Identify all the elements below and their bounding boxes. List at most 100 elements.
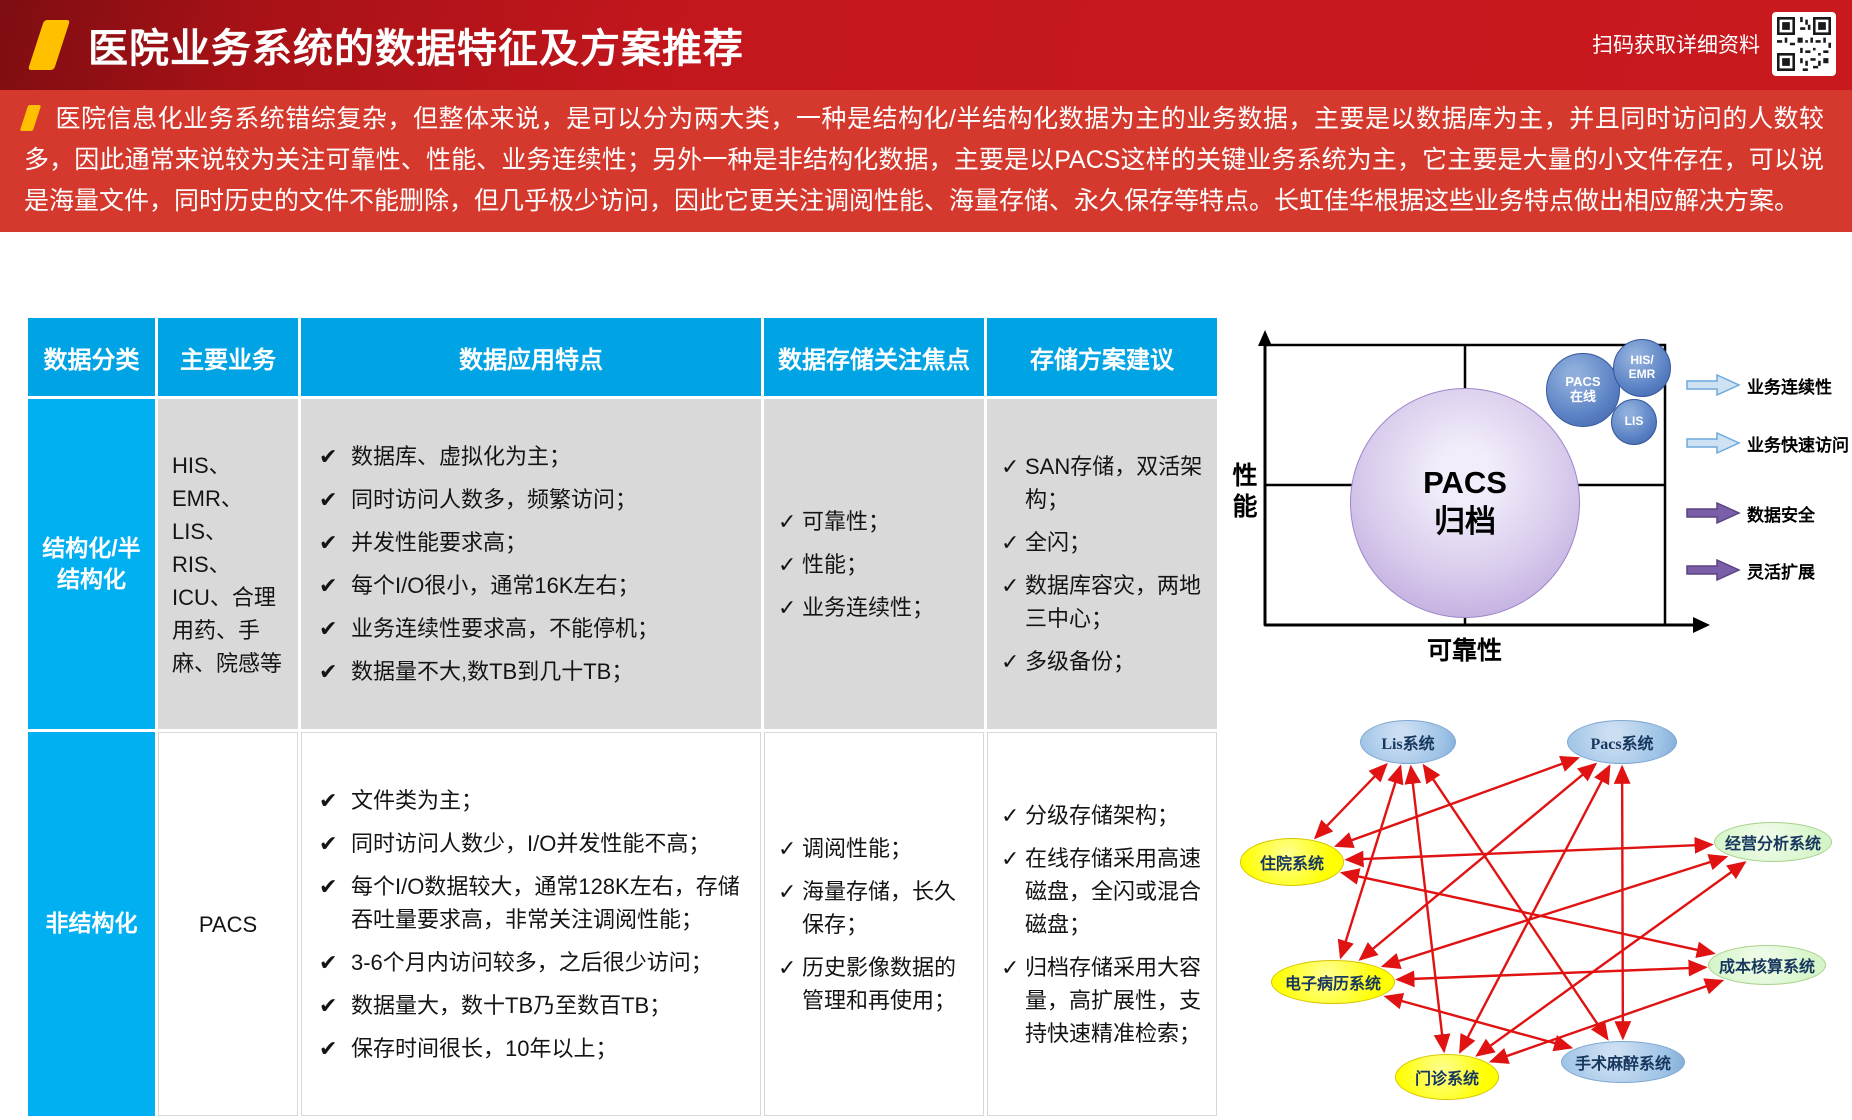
- check-item-text: 业务连续性要求高，不能停机；: [351, 616, 660, 641]
- business-cell-unstructured: PACS: [158, 732, 298, 1116]
- pacs-archive-label-line1: PACS: [1423, 465, 1507, 501]
- intro-band: 医院信息化业务系统错综复杂，但整体来说，是可以分为两大类，一种是结构化/半结构化…: [0, 90, 1852, 232]
- suggestion-cell-unstructured: ✓分级存储架构；✓在线存储采用高速磁盘，全闪或混合磁盘；✓归档存储采用大容量，高…: [987, 732, 1217, 1116]
- check-icon: ✓: [778, 835, 797, 861]
- check-item-text: 调阅性能；: [802, 835, 913, 861]
- check-item-text: 海量存储，长久保存；: [802, 878, 957, 937]
- x-axis-label: 可靠性: [1427, 637, 1503, 665]
- check-icon: ✔: [319, 659, 338, 684]
- category-cell-structured: 结构化/半结构化: [28, 399, 155, 729]
- check-icon: ✓: [1001, 802, 1020, 828]
- category-cell-unstructured: 非结构化: [28, 732, 155, 1116]
- check-icon: ✓: [1001, 954, 1020, 980]
- check-list-item: ✔同时访问人数少，I/O并发性能不高；: [315, 827, 747, 860]
- legend-label: 业务连续性: [1747, 377, 1832, 397]
- check-list-item: ✓SAN存储，双活架构；: [1001, 450, 1203, 516]
- check-icon: ✓: [1001, 530, 1020, 555]
- check-list-item: ✔ 保存时间很长，10年以上；: [315, 1032, 747, 1065]
- satellite-label: EMR: [1628, 367, 1656, 381]
- network-node-pacs: Pacs系统: [1567, 720, 1677, 764]
- check-icon: ✓: [778, 954, 797, 980]
- satellite-label: 在线: [1569, 389, 1596, 404]
- check-icon: ✔: [319, 573, 338, 598]
- network-node-chengben: 成本核算系统: [1708, 945, 1826, 985]
- check-icon: ✔: [319, 444, 338, 469]
- table-header-suggestion: 存储方案建议: [987, 318, 1217, 396]
- network-edge-zhuyuan-chengben: [1339, 868, 1716, 959]
- pacs-archive-label-line2: 归档: [1434, 504, 1496, 539]
- check-icon: ✔: [319, 992, 338, 1018]
- check-item-text: 可靠性；: [802, 508, 891, 534]
- network-edge-lis-shoushu: [1422, 763, 1609, 1041]
- check-list-item: ✔数据量大，数十TB乃至数百TB；: [315, 989, 747, 1022]
- check-item-text: 全闪；: [1025, 530, 1092, 555]
- intro-text: 医院信息化业务系统错综复杂，但整体来说，是可以分为两大类，一种是结构化/半结构化…: [24, 105, 1824, 215]
- check-item-text: 归档存储采用大容量，高扩展性，支持快速精准检索；: [1025, 954, 1202, 1046]
- check-icon: ✓: [778, 878, 797, 904]
- data-table: 数据分类 主要业务 数据应用特点 数据存储关注焦点 存储方案建议 结构化/半结构…: [28, 318, 1217, 1116]
- network-node-jingying: 经营分析系统: [1714, 822, 1832, 862]
- network-node-shoushu: 手术麻醉系统: [1561, 1041, 1685, 1083]
- check-item-text: 保存时间很长，10年以上；: [351, 1035, 618, 1061]
- check-list-item: ✓分级存储架构；: [1001, 799, 1203, 832]
- satellite-label: LIS: [1624, 414, 1644, 429]
- check-icon: ✔: [319, 787, 338, 813]
- check-icon: ✓: [1001, 845, 1020, 871]
- check-list-item: ✔ 业务连续性要求高，不能停机；: [315, 612, 747, 645]
- check-list-item: ✓数据库容灾，两地三中心；: [1001, 569, 1203, 635]
- features-cell-structured: ✔数据库、虚拟化为主；✔同时访问人数多，频繁访问；✔并发性能要求高；✔每个I/O…: [301, 399, 761, 729]
- legend-arrow-icon: [1686, 373, 1741, 397]
- check-list-item: ✔数据库、虚拟化为主；: [315, 440, 747, 473]
- y-axis-label: 性能: [1229, 462, 1257, 524]
- check-item-text: 3-6个月内访问较多，之后很少访问；: [351, 949, 713, 975]
- intro-paragraph: 医院信息化业务系统错综复杂，但整体来说，是可以分为两大类，一种是结构化/半结构化…: [19, 99, 1824, 222]
- check-item-text: 数据量不大,数TB到几十TB；: [351, 659, 634, 684]
- check-icon: ✓: [778, 508, 797, 534]
- check-list-item: ✓多级备份；: [1001, 645, 1203, 678]
- network-node-lis: Lis系统: [1360, 720, 1456, 764]
- check-list-item: ✓历史影像数据的管理和再使用；: [778, 951, 970, 1017]
- check-icon: ✔: [319, 530, 338, 555]
- table-header-features: 数据应用特点: [301, 318, 761, 396]
- network-edge-lis-zhuyuan: [1313, 762, 1388, 840]
- intro-slash-icon: [19, 105, 42, 131]
- qr-label: 扫码获取详细资料: [1592, 34, 1760, 57]
- satellite-label: PACS: [1565, 374, 1601, 390]
- qr-area: 扫码获取详细资料: [1592, 12, 1836, 76]
- network-node-zhuyuan: 住院系统: [1240, 838, 1344, 886]
- check-icon: ✔: [319, 616, 338, 641]
- legend-arrow-icon: [1686, 431, 1741, 455]
- satellite-label: HIS/: [1630, 353, 1654, 368]
- network-node-bingli: 电子病历系统: [1271, 960, 1395, 1004]
- check-item-text: 数据库容灾，两地三中心；: [1025, 573, 1202, 631]
- focus-cell-structured: ✓可靠性；✓性能；✓业务连续性；: [764, 399, 984, 729]
- satellite-bubble-his-emr: HIS/EMR: [1613, 339, 1671, 397]
- check-list-item: ✓在线存储采用高速磁盘，全闪或混合磁盘；: [1001, 842, 1203, 941]
- check-item-text: 性能；: [802, 551, 869, 577]
- qr-code-icon: [1772, 12, 1836, 76]
- suggestion-cell-structured: ✓SAN存储，双活架构； ✓全闪； ✓数据库容灾，两地三中心； ✓多级备份；: [987, 399, 1217, 729]
- legend-item: 业务快速访问: [1685, 430, 1849, 456]
- check-item-text: 多级备份；: [1025, 649, 1136, 674]
- check-list-item: ✔每个I/O很小，通常16K左右；: [315, 569, 747, 602]
- check-list-item: ✓海量存储，长久保存；: [778, 875, 970, 941]
- pacs-archive-bubble: PACS 归档: [1350, 388, 1580, 618]
- table-header-focus: 数据存储关注焦点: [764, 318, 984, 396]
- check-item-text: 在线存储采用高速磁盘，全闪或混合磁盘；: [1025, 845, 1202, 937]
- legend-label: 数据安全: [1747, 505, 1815, 525]
- legend-label: 业务快速访问: [1747, 435, 1849, 455]
- check-icon: ✔: [319, 1035, 338, 1061]
- legend-arrow-icon: [1686, 501, 1741, 525]
- network-edge-menzhen-jingying: [1475, 861, 1747, 1057]
- header-band: 医院业务系统的数据特征及方案推荐 扫码获取详细资料: [0, 0, 1852, 90]
- business-cell-structured: HIS、EMR、LIS、RIS、ICU、合理用药、手麻、院感等: [158, 399, 298, 729]
- legend-item: 数据安全: [1685, 500, 1815, 526]
- check-icon: ✔: [319, 949, 338, 975]
- network-edge-zhuyuan-jingying: [1344, 836, 1714, 868]
- check-list-item: ✓可靠性；: [778, 505, 970, 538]
- network-edge-bingli-chengben: [1395, 959, 1708, 988]
- table-header-category: 数据分类: [28, 318, 155, 396]
- check-item-text: 历史影像数据的管理和再使用；: [802, 954, 957, 1013]
